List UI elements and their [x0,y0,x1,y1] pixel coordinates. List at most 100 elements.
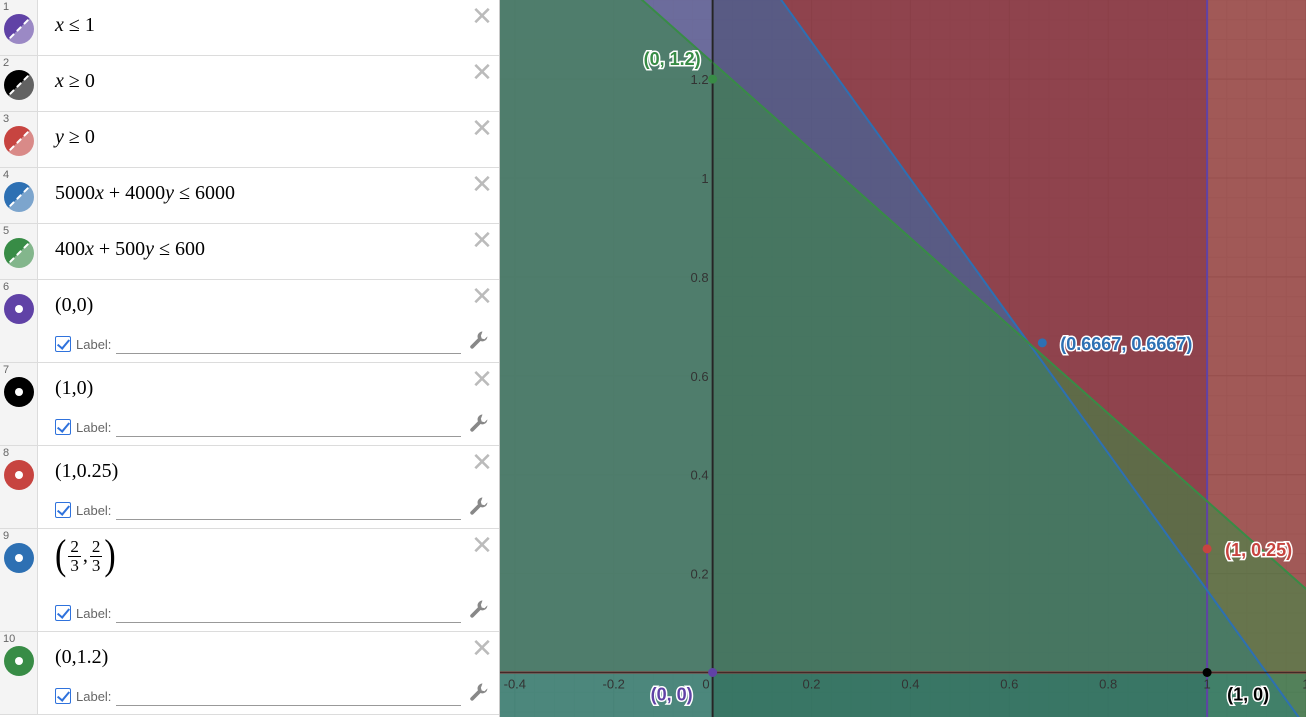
show-label-checkbox[interactable] [55,336,71,352]
delete-expression-icon[interactable]: ✕ [471,226,493,256]
math-token: ≤ 6000 [174,182,236,204]
expression-row-4[interactable]: 4 5000x + 4000y ≤ 6000 ✕ [0,168,499,224]
label-caption: Label: [76,420,112,435]
label-input[interactable] [116,686,461,706]
shaded-region-constraint-5 [500,0,1306,717]
label-input[interactable] [116,500,461,520]
point-label[interactable]: (0, 0) [649,683,694,706]
label-input[interactable] [116,334,461,354]
delete-expression-icon[interactable]: ✕ [471,114,493,144]
wrench-icon[interactable] [469,682,489,702]
x-tick-label: -0.4 [504,676,526,691]
expression-gutter: 10 [0,632,38,714]
graph-canvas[interactable]: -0.4-0.200.20.40.60.8110.20.40.60.811.2(… [500,0,1306,717]
expression-math[interactable]: 400x + 500y ≤ 600 [55,238,205,261]
point-color-icon[interactable] [4,377,34,407]
expression-gutter: 9 [0,529,38,631]
shaded-region-color-icon[interactable] [4,126,34,156]
point-color-icon[interactable] [4,543,34,573]
show-label-checkbox[interactable] [55,688,71,704]
expression-index: 6 [3,281,10,293]
show-label-checkbox[interactable] [55,502,71,518]
wrench-icon[interactable] [469,599,489,619]
expression-index: 7 [3,364,10,376]
plotted-point[interactable] [708,74,718,84]
label-row: Label: [55,334,485,354]
delete-expression-icon[interactable]: ✕ [471,531,493,561]
plotted-point[interactable] [708,667,718,677]
comma: , [82,544,88,567]
expression-math[interactable]: 5000x + 4000y ≤ 6000 [55,182,235,205]
label-row: Label: [55,686,485,706]
point-color-icon[interactable] [4,294,34,324]
plotted-point[interactable] [1037,338,1047,348]
expression-gutter: 7 [0,363,38,445]
point-label[interactable]: (1, 0.25) [1224,538,1294,561]
expression-row-8[interactable]: 8 (1,0.25) ✕ Label: [0,446,499,529]
delete-expression-icon[interactable]: ✕ [471,170,493,200]
expression-math[interactable]: (0,1.2) [55,646,109,668]
delete-expression-icon[interactable]: ✕ [471,448,493,478]
boundary-line-constraint-5 [640,0,1306,591]
delete-expression-icon[interactable]: ✕ [471,365,493,395]
show-label-checkbox[interactable] [55,419,71,435]
expression-math[interactable]: y ≥ 0 [55,126,95,149]
expression-row-7[interactable]: 7 (1,0) ✕ Label: [0,363,499,446]
point-label[interactable]: (0.6667, 0.6667) [1059,332,1194,355]
expression-math[interactable]: x ≤ 1 [55,14,95,37]
shaded-region-color-icon[interactable] [4,238,34,268]
expression-index: 9 [3,530,10,542]
expression-gutter: 4 [0,168,38,223]
expression-row-10[interactable]: 10 (0,1.2) ✕ Label: [0,632,499,715]
y-tick-label: 0.4 [691,468,709,483]
label-caption: Label: [76,503,112,518]
math-token: + 500 [93,238,146,260]
boundary-line-constraint-4 [780,0,1300,717]
x-tick-label: 0.2 [802,676,820,691]
plotted-point[interactable] [1202,667,1212,677]
point-label[interactable]: (0, 1.2) [642,48,702,71]
delete-expression-icon[interactable]: ✕ [471,634,493,664]
label-input[interactable] [116,603,461,623]
expression-math[interactable]: x ≥ 0 [55,70,95,93]
point-color-icon[interactable] [4,460,34,490]
delete-expression-icon[interactable]: ✕ [471,282,493,312]
expression-math[interactable]: (1,0.25) [55,460,119,482]
shaded-region-color-icon[interactable] [4,182,34,212]
y-tick-label: 0.8 [691,270,709,285]
label-input[interactable] [116,417,461,437]
y-tick-label: 0.6 [691,369,709,384]
shaded-region-color-icon[interactable] [4,70,34,100]
graph-paper[interactable]: -0.4-0.200.20.40.60.8110.20.40.60.811.2(… [500,0,1306,717]
label-caption: Label: [76,606,112,621]
point-color-icon[interactable] [4,646,34,676]
show-label-checkbox[interactable] [55,605,71,621]
delete-expression-icon[interactable]: ✕ [471,58,493,88]
expression-math[interactable]: (0,0) [55,294,94,316]
wrench-icon[interactable] [469,413,489,433]
expression-math[interactable]: (1,0) [55,377,94,399]
delete-expression-icon[interactable]: ✕ [471,2,493,32]
point-label[interactable]: (1, 0) [1226,683,1271,706]
expression-row-6[interactable]: 6 (0,0) ✕ Label: [0,280,499,363]
plotted-point[interactable] [1202,544,1212,554]
math-token: 5000 [55,182,95,204]
shaded-region-color-icon[interactable] [4,14,34,44]
expression-gutter: 6 [0,280,38,362]
expression-index: 4 [3,169,10,181]
wrench-icon[interactable] [469,330,489,350]
expression-gutter: 8 [0,446,38,528]
y-tick-label: 0.2 [691,567,709,582]
fraction-numerator: 2 [89,536,103,557]
expression-index: 10 [3,633,16,645]
wrench-icon[interactable] [469,496,489,516]
x-tick-label: 0.4 [901,676,919,691]
